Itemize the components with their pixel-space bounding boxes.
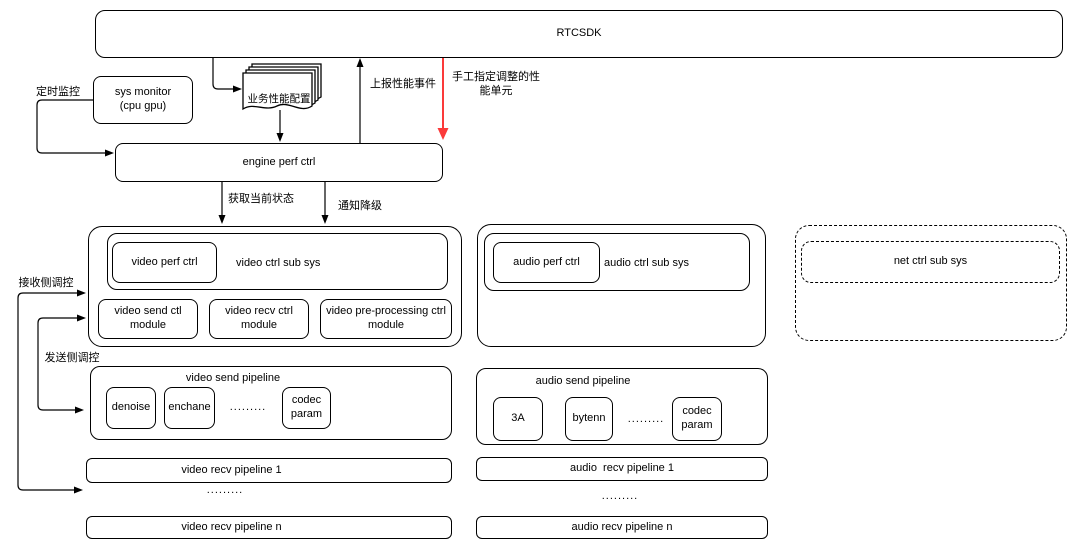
video-recv-ctrl-module-node: video recv ctrl module [209, 299, 309, 339]
audio-recv-pipeline-1-node: audio recv pipeline 1 [476, 457, 768, 481]
video-ctrl-sub-sys-label: video ctrl sub sys [236, 257, 321, 269]
engine-perf-ctrl-node: engine perf ctrl [115, 143, 443, 182]
video-codec-param-node: codec param [282, 387, 331, 429]
connector-config-to-engine [276, 110, 284, 142]
timed-monitor-label: 定时监控 [36, 86, 80, 98]
send-side-control-label: 发送侧调控 [44, 352, 100, 364]
connector-send-side-control [37, 314, 86, 414]
connector-manual-adjust [437, 58, 449, 140]
audio-recv-pipelines-ellipsis: ......... [601, 490, 639, 502]
notify-downgrade-label: 通知降级 [338, 200, 382, 212]
audio-subsystem-container [477, 224, 766, 347]
video-send-pipeline-label: video send pipeline [185, 372, 281, 384]
video-recv-pipeline-1-node: video recv pipeline 1 [86, 458, 452, 483]
audio-codec-param-node: codec param [672, 397, 722, 441]
recv-side-control-label: 接收侧调控 [18, 277, 74, 289]
enchane-node: enchane [164, 387, 215, 429]
bytenn-node: bytenn [565, 397, 613, 441]
connector-rtcsdk-to-config [212, 58, 242, 93]
denoise-node: denoise [106, 387, 156, 429]
report-perf-event-label: 上报性能事件 [370, 78, 436, 90]
audio-recv-pipeline-n-node: audio recv pipeline n [476, 516, 768, 539]
video-perf-ctrl-node: video perf ctrl [112, 242, 217, 283]
net-subsystem-container [795, 225, 1067, 341]
net-ctrl-sub-sys-node: net ctrl sub sys [801, 241, 1060, 283]
manual-adjust-label: 手工指定调整的性 能单元 [452, 71, 540, 98]
video-ctrl-sub-sys-box [107, 233, 448, 290]
video-send-pipeline-box [90, 366, 452, 440]
video-send-ctl-module-node: video send ctl module [98, 299, 198, 339]
video-recv-pipelines-ellipsis: ......... [206, 484, 244, 496]
audio-perf-ctrl-node: audio perf ctrl [493, 242, 600, 283]
audio-send-pipeline-ellipsis: ......... [627, 413, 665, 425]
audio-send-pipeline-box [476, 368, 768, 445]
connector-notify-downgrade [321, 182, 329, 224]
audio-ctrl-sub-sys-label: audio ctrl sub sys [604, 257, 689, 269]
biz-perf-config-label: 业务性能配置 [247, 93, 311, 105]
video-subsystem-container [88, 226, 462, 347]
get-current-state-label: 获取当前状态 [228, 193, 294, 205]
connector-report-perf-event [356, 58, 364, 143]
video-recv-pipeline-n-node: video recv pipeline n [86, 516, 452, 539]
rtcsdk-node: RTCSDK [95, 10, 1063, 58]
connector-recv-side-control [17, 289, 86, 494]
3a-node: 3A [493, 397, 543, 441]
document-stack-icon [242, 63, 322, 111]
audio-ctrl-sub-sys-box [484, 233, 750, 291]
video-preprocessing-ctrl-module-node: video pre-processing ctrl module [320, 299, 452, 339]
video-send-pipeline-ellipsis: ......... [229, 401, 267, 413]
connector-sysmonitor-to-engine [36, 99, 114, 157]
audio-send-pipeline-label: audio send pipeline [535, 375, 631, 387]
sys-monitor-node: sys monitor (cpu gpu) [93, 76, 193, 124]
connector-get-current-state [218, 182, 226, 224]
